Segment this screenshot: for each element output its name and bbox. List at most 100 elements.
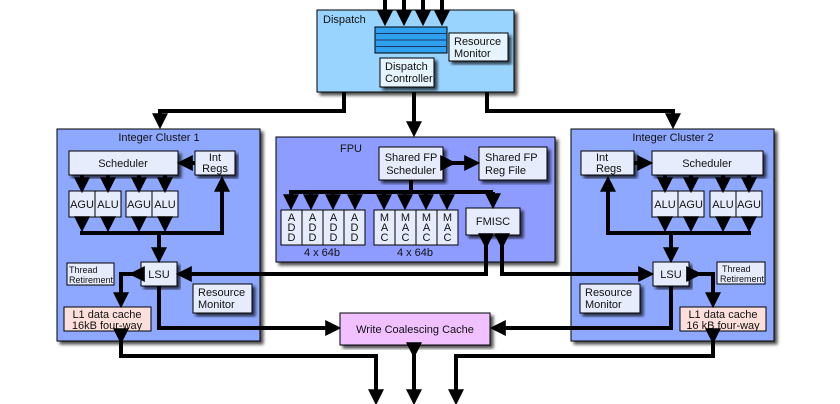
fpu-mac-width: 4 x 64b [397,247,433,259]
svg-text:LSU: LSU [660,269,681,281]
cluster2-int-regs: Int Regs [580,150,635,176]
dispatch-input-arrows [377,0,450,27]
fpu-add-unit-4: ADD [343,209,366,246]
svg-text:Retirement: Retirement [720,274,765,284]
cluster2-resource-monitor: Resource Monitor [579,283,641,314]
svg-text:L1 data cache: L1 data cache [72,309,141,321]
svg-text:Monitor: Monitor [585,299,622,311]
svg-text:Monitor: Monitor [454,48,491,60]
cluster1-title: Integer Cluster 1 [118,132,199,144]
dispatch-title: Dispatch [323,14,366,26]
svg-text:Controller: Controller [385,73,433,85]
svg-text:Dispatch: Dispatch [385,61,428,73]
svg-text:LSU: LSU [148,269,169,281]
cluster2-agu-1: AGU [679,199,703,211]
fpu-mac-unit-letter: C [423,232,431,244]
fpu-block: FPU Shared FP Scheduler Shared FP Reg Fi… [275,136,556,263]
svg-text:Scheduler: Scheduler [682,158,732,170]
svg-text:Thread: Thread [69,265,98,275]
svg-text:Int: Int [596,152,608,164]
dispatch-queue [374,26,448,54]
fpu-add-unit-letter: D [309,232,317,244]
fpu-add-unit-letter: D [330,232,338,244]
cluster2-alu-2: ALU [712,199,733,211]
fpu-mac-unit-1: MAC [373,209,396,246]
fpu-add-unit-1: ADD [280,209,303,246]
bottom-bus-wires [113,328,721,404]
cluster1-int-regs: Int Regs [194,150,236,176]
fpu-add-unit-2: ADD [301,209,324,246]
svg-text:Int: Int [209,152,221,164]
cluster1-scheduler: Scheduler [68,150,179,176]
fpu-add-unit-letter: D [351,232,359,244]
fpu-add-unit-letter: A [309,212,317,224]
cluster2-wires [600,155,757,309]
fpu-wires [283,155,501,211]
cluster1-wires [74,155,230,309]
fpu-shared-reg-file: Shared FP Reg File [478,146,548,181]
fpu-mac-unit-3: MAC [415,209,438,246]
fpu-mac-unit-letter: M [401,212,410,224]
svg-text:Resource: Resource [585,287,632,299]
fpu-mac-unit-letter: M [443,212,452,224]
fpu-mac-unit-letter: A [402,222,410,234]
svg-text:Write Coalescing Cache: Write Coalescing Cache [356,324,474,336]
cluster1-agu-1: AGU [70,199,94,211]
dispatch-resource-monitor: Resource Monitor [448,32,509,62]
fpu-add-unit-letter: D [351,222,359,234]
cluster2-exec-units: ALU AGU ALU AGU [651,190,763,218]
cluster1-thread-retirement: Thread Retirement [66,262,115,286]
fpu-add-unit-3: ADD [322,209,345,246]
fpu-mac-unit-2: MAC [394,209,417,246]
svg-text:Thread: Thread [722,264,751,274]
fpu-add-unit-letter: D [330,222,338,234]
fpu-add-unit-letter: A [288,212,296,224]
svg-text:Shared FP: Shared FP [485,152,538,164]
dispatch-output-arrows [152,92,681,138]
fpu-mac-unit-letter: A [423,222,431,234]
cluster1-alu-1: ALU [97,199,118,211]
cluster1-exec-units: AGU ALU AGU ALU [68,190,179,218]
fpu-mac-unit-letter: C [444,232,452,244]
cluster2-l1-cache: L1 data cache 16 kB four-way [679,306,767,332]
fpu-mac-unit-letter: C [381,232,389,244]
svg-text:L1 data cache: L1 data cache [688,309,757,321]
fpu-shared-scheduler: Shared FP Scheduler [378,146,444,181]
svg-text:FMISC: FMISC [476,216,510,228]
cluster2-alu-1: ALU [654,199,675,211]
cluster2-scheduler: Scheduler [651,150,764,176]
lsu-fpu-wires [157,233,673,336]
cluster1-alu-2: ALU [154,199,175,211]
write-coalescing-cache: Write Coalescing Cache [339,312,491,346]
fpu-mac-unit-letter: A [381,222,389,234]
dispatch-block: Dispatch Resource Monitor Dispatch Contr… [316,9,515,93]
svg-text:Reg File: Reg File [485,165,526,177]
fpu-fmisc: FMISC [465,207,521,236]
cluster1-l1-cache: L1 data cache 16kB four-way [63,306,152,332]
cluster2-thread-retirement: Thread Retirement [716,261,766,285]
fpu-mac-unit-letter: A [444,222,452,234]
svg-text:Scheduler: Scheduler [98,158,148,170]
svg-text:Shared FP: Shared FP [385,152,438,164]
svg-text:Monitor: Monitor [198,299,235,311]
svg-text:Retirement: Retirement [69,275,114,285]
svg-text:Regs: Regs [596,163,622,175]
cluster1-lsu: LSU [140,261,178,287]
fpu-mac-unit-letter: M [380,212,389,224]
svg-text:Regs: Regs [202,163,228,175]
cluster1-agu-2: AGU [127,199,151,211]
cluster2-title: Integer Cluster 2 [632,132,713,144]
fpu-mac-unit-letter: M [422,212,431,224]
cluster2-agu-2: AGU [737,199,761,211]
fpu-mac-unit-letter: C [402,232,410,244]
cluster1-resource-monitor: Resource Monitor [192,283,253,314]
fpu-title: FPU [340,143,362,155]
svg-text:Resource: Resource [198,287,245,299]
fpu-add-unit-letter: D [288,232,296,244]
svg-text:Scheduler: Scheduler [386,165,436,177]
svg-text:16kB four-way: 16kB four-way [72,320,143,332]
svg-text:Resource: Resource [454,36,501,48]
